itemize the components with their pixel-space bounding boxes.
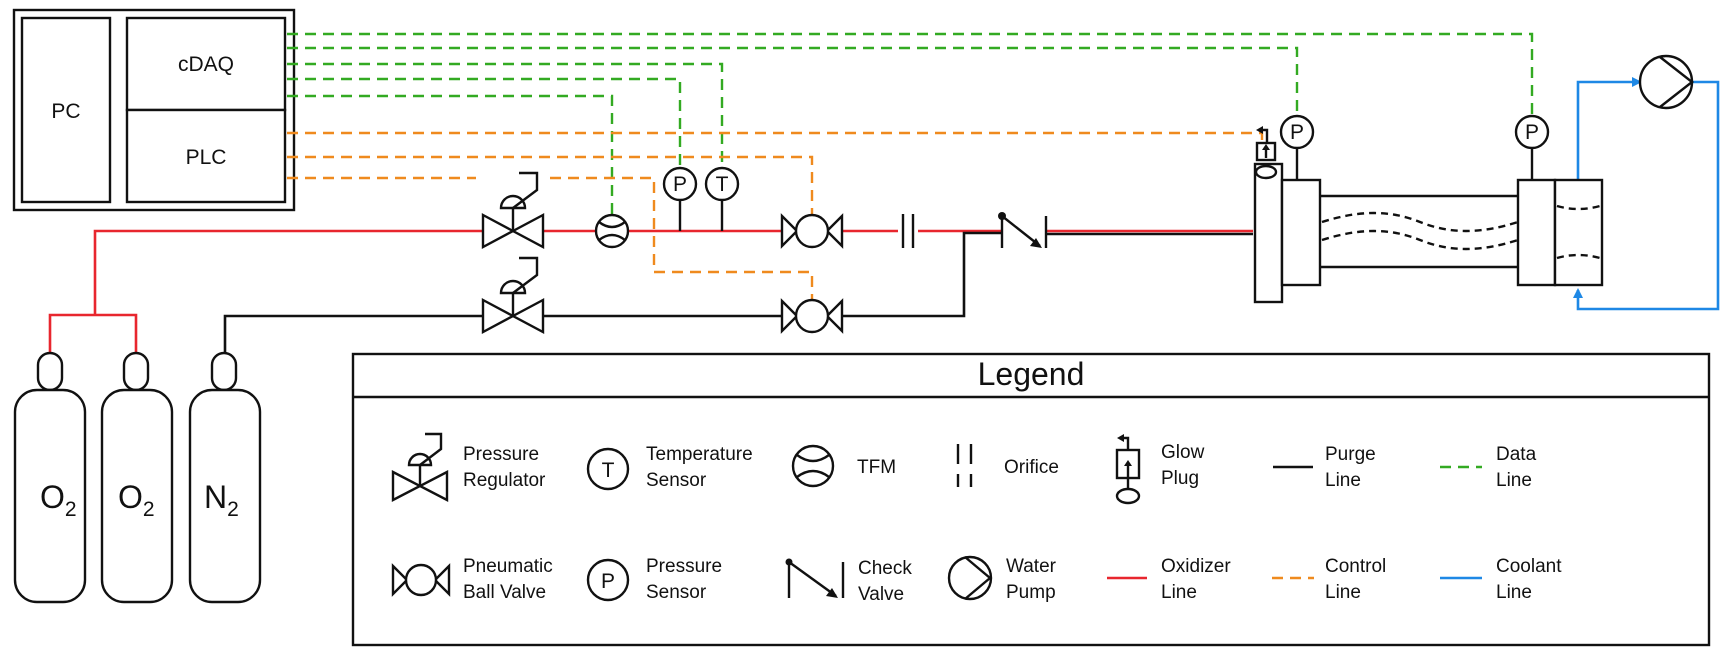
control-cabinet: PC cDAQ PLC (12, 8, 296, 212)
nozzle-flange (1516, 178, 1557, 287)
glow-plug-mounted (1254, 126, 1278, 180)
pc-label: PC (51, 100, 80, 123)
legend-frame (351, 352, 1711, 647)
temperature-sensor-feed: T (704, 166, 740, 231)
legend-water-pump-label: Water Pump (1006, 556, 1061, 603)
injector-flange (1280, 178, 1322, 287)
purge-lines (223, 231, 1253, 353)
coolant-supply-line (1573, 80, 1720, 311)
coolant-lines (1573, 77, 1720, 311)
pressure-sensor-chamber-1: P (1279, 114, 1315, 180)
svg-text:P: P (673, 173, 687, 196)
pressure-regulator-oxidizer (481, 171, 545, 249)
data-line-pressure-chamber-2 (287, 32, 1534, 118)
cdaq-box (125, 16, 287, 112)
legend-ball-valve-label: Pneumatic Ball Valve (463, 556, 558, 603)
coolant-return-line (1576, 77, 1642, 180)
svg-text:O2: O2 (118, 479, 155, 521)
control-line-purge-valve (550, 176, 814, 300)
legend-temperature-sensor-label: Temperature Sensor (646, 444, 758, 491)
svg-text:O2: O2 (40, 479, 77, 521)
legend-pressure-sensor-label: Pressure Sensor (646, 556, 727, 603)
legend-check-valve-label: Check Valve (858, 558, 917, 605)
legend: Legend Pressure Regulator T Temperature … (351, 352, 1711, 647)
legend-glow-plug-label: Glow Plug (1161, 442, 1210, 489)
orifice (898, 214, 918, 248)
svg-text:T: T (602, 459, 615, 482)
tfm-meter (594, 213, 630, 249)
injector-assembly (1253, 162, 1322, 304)
legend-temperature-sensor-icon: T (586, 447, 630, 491)
svg-text:P: P (601, 570, 615, 593)
legend-orifice-label: Orifice (1004, 457, 1059, 478)
purge-feed-line (223, 231, 1004, 353)
oxidizer-manifold (48, 313, 138, 353)
legend-orifice-icon (956, 444, 973, 487)
legend-purge-line-label: Purge Line (1325, 444, 1381, 491)
legend-control-line-label: Control Line (1325, 556, 1392, 603)
svg-text:P: P (1525, 121, 1539, 144)
oxidizer-lines (48, 229, 1253, 353)
svg-text:T: T (716, 173, 729, 196)
gas-tank-o2-a: O2 (13, 351, 87, 604)
data-line-pressure-chamber-1 (287, 46, 1299, 118)
control-line-oxidizer-valve (287, 155, 814, 215)
legend-coolant-line-label: Coolant Line (1496, 556, 1567, 603)
cdaq-label: cDAQ (178, 53, 234, 76)
legend-check-valve-icon (785, 558, 845, 598)
legend-pressure-regulator-label: Pressure Regulator (463, 444, 546, 491)
data-line-tfm (287, 94, 614, 215)
legend-pressure-regulator-icon (391, 432, 449, 502)
gas-tank-o2-b: O2 (100, 351, 174, 604)
legend-data-line-label: Data Line (1496, 444, 1541, 491)
legend-oxidizer-line-label: Oxidizer Line (1161, 556, 1236, 603)
plc-box (125, 108, 287, 204)
data-line-temperature (287, 62, 724, 170)
water-pump (1638, 54, 1694, 110)
pressure-sensor-feed: P (662, 166, 698, 231)
pc-box (20, 16, 112, 204)
combustion-chamber (1320, 194, 1519, 269)
ball-valve-purge (780, 298, 844, 334)
check-valve (998, 212, 1048, 248)
plc-label: PLC (186, 146, 227, 169)
control-line-glow-plug (287, 131, 1264, 140)
injector-plate (1253, 162, 1284, 304)
data-lines (287, 32, 1534, 215)
nozzle-assembly (1516, 178, 1604, 287)
pressure-regulator-purge (481, 256, 545, 334)
svg-text:N2: N2 (204, 479, 239, 521)
oxidizer-feed-line (93, 229, 1004, 315)
legend-glow-plug-icon (1115, 434, 1141, 505)
data-line-pressure-feed (287, 77, 682, 170)
legend-pressure-sensor-icon: P (586, 558, 630, 602)
legend-water-pump-icon (947, 555, 993, 601)
svg-text:P: P (1290, 121, 1304, 144)
legend-tfm-label: TFM (857, 457, 896, 478)
legend-tfm-icon (791, 444, 835, 488)
legend-title: Legend (978, 356, 1085, 392)
legend-ball-valve-icon (391, 563, 451, 597)
pressure-sensor-chamber-2: P (1514, 114, 1550, 180)
nozzle-cooling-jacket (1553, 178, 1604, 287)
gas-tank-n2: N2 (188, 351, 262, 604)
ball-valve-oxidizer (780, 213, 844, 249)
control-lines (287, 131, 1264, 300)
